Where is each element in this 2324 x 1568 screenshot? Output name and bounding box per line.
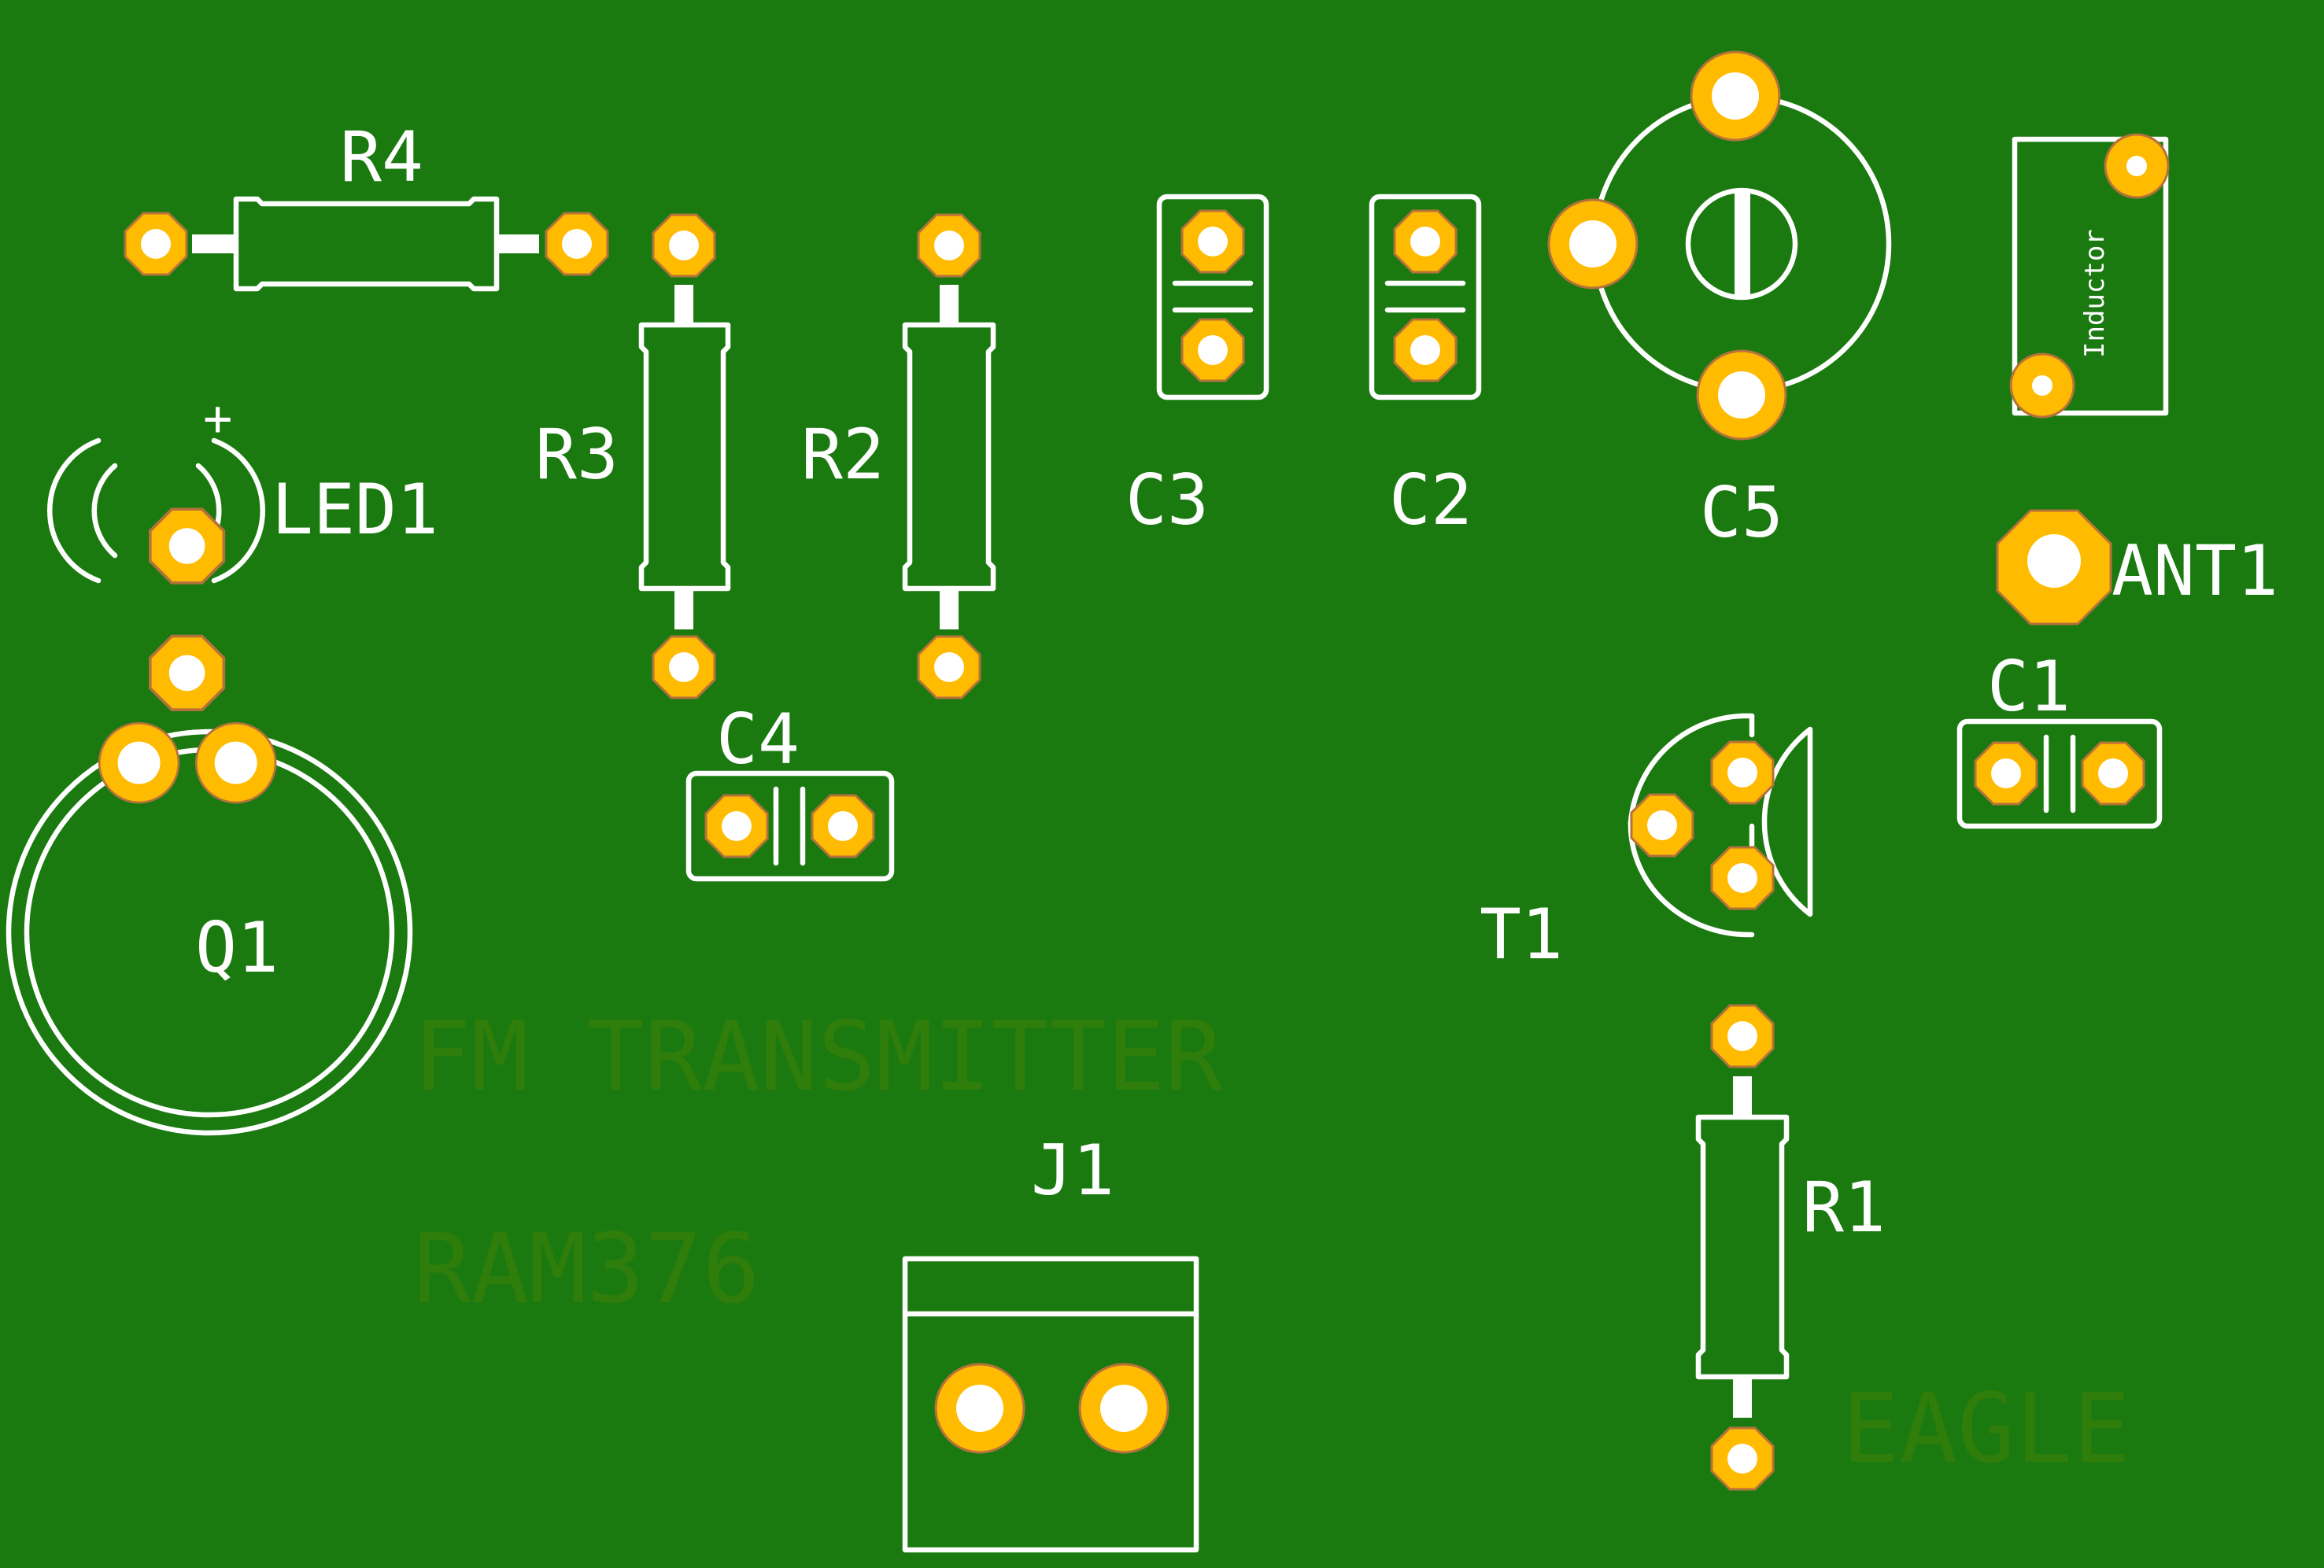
j1-label: J1 — [1031, 1130, 1114, 1211]
c3-pad-1 — [1180, 209, 1245, 274]
inductor: Inductor — [2009, 133, 2170, 419]
t1-pad-3 — [1710, 846, 1775, 910]
resistor-r2: R2 — [801, 213, 996, 699]
ant1-label: ANT1 — [2112, 530, 2278, 611]
antenna-ant1: ANT1 — [1996, 509, 2278, 625]
r4-pad-1 — [124, 212, 188, 276]
r1-label: R1 — [1802, 1167, 1886, 1248]
eagle-text: EAGLE — [1842, 1373, 2130, 1485]
q1-pad-1 — [98, 721, 180, 804]
resistor-r4: R4 — [124, 116, 609, 292]
c5-pad-left — [1547, 198, 1639, 290]
c5-pad-bottom — [1696, 349, 1787, 441]
inductor-label: Inductor — [2079, 229, 2111, 358]
board-title-text: FM TRANSMITTER — [413, 1001, 1223, 1112]
c4-pad-2 — [811, 794, 875, 858]
t1-pad-2 — [1630, 793, 1694, 858]
led1-label: LED1 — [272, 469, 438, 550]
transistor-t1: T1 — [1480, 713, 1813, 975]
c4-label: C4 — [716, 699, 800, 780]
r4-label: R4 — [340, 116, 423, 197]
capacitor-c4: C4 — [685, 699, 895, 882]
c2-label: C2 — [1389, 459, 1472, 540]
board-part-number-text: RAM376 — [413, 1213, 760, 1325]
resistor-r3: R3 — [535, 213, 731, 699]
j1-pad-1 — [934, 1363, 1025, 1454]
r2-label: R2 — [801, 414, 885, 495]
c1-label: C1 — [1987, 646, 2071, 727]
led-led1: + LED1 — [47, 389, 438, 712]
r4-pad-2 — [545, 212, 609, 276]
trimmer-capacitor-c5: C5 — [1547, 50, 1892, 553]
c2-pad-2 — [1393, 318, 1458, 382]
r2-pad-2 — [917, 635, 981, 699]
c2-pad-1 — [1393, 209, 1458, 274]
crystal-q1: Q1 — [6, 721, 413, 1136]
led1-pad-anode — [149, 507, 226, 585]
r1-pad-2 — [1710, 1426, 1775, 1491]
q1-label: Q1 — [195, 907, 279, 988]
r2-pad-1 — [917, 213, 981, 278]
j1-pad-2 — [1078, 1363, 1169, 1454]
c3-pad-2 — [1180, 318, 1245, 382]
inductor-pad-1 — [2104, 133, 2170, 199]
r1-pad-1 — [1710, 1004, 1775, 1068]
c4-pad-1 — [704, 794, 769, 858]
c3-label: C3 — [1125, 459, 1209, 540]
capacitor-c2: C2 — [1369, 194, 1482, 540]
resistor-r1: R1 — [1695, 1004, 1886, 1491]
r3-pad-1 — [652, 213, 716, 278]
q1-pad-2 — [194, 721, 277, 804]
c1-pad-1 — [1974, 741, 2038, 806]
led1-polarity-mark: + — [203, 389, 232, 447]
capacitor-c3: C3 — [1125, 194, 1269, 540]
capacitor-c1: C1 — [1956, 646, 2163, 829]
terminal-block-j1: J1 — [902, 1130, 1199, 1553]
led1-pad-cathode — [149, 634, 226, 712]
t1-label: T1 — [1480, 894, 1563, 975]
inductor-pad-2 — [2009, 352, 2075, 419]
c1-pad-2 — [2081, 741, 2145, 806]
t1-pad-1 — [1710, 740, 1775, 805]
c5-label: C5 — [1700, 472, 1783, 553]
c5-pad-top — [1690, 50, 1781, 142]
r3-pad-2 — [652, 635, 716, 699]
r3-label: R3 — [535, 414, 619, 495]
